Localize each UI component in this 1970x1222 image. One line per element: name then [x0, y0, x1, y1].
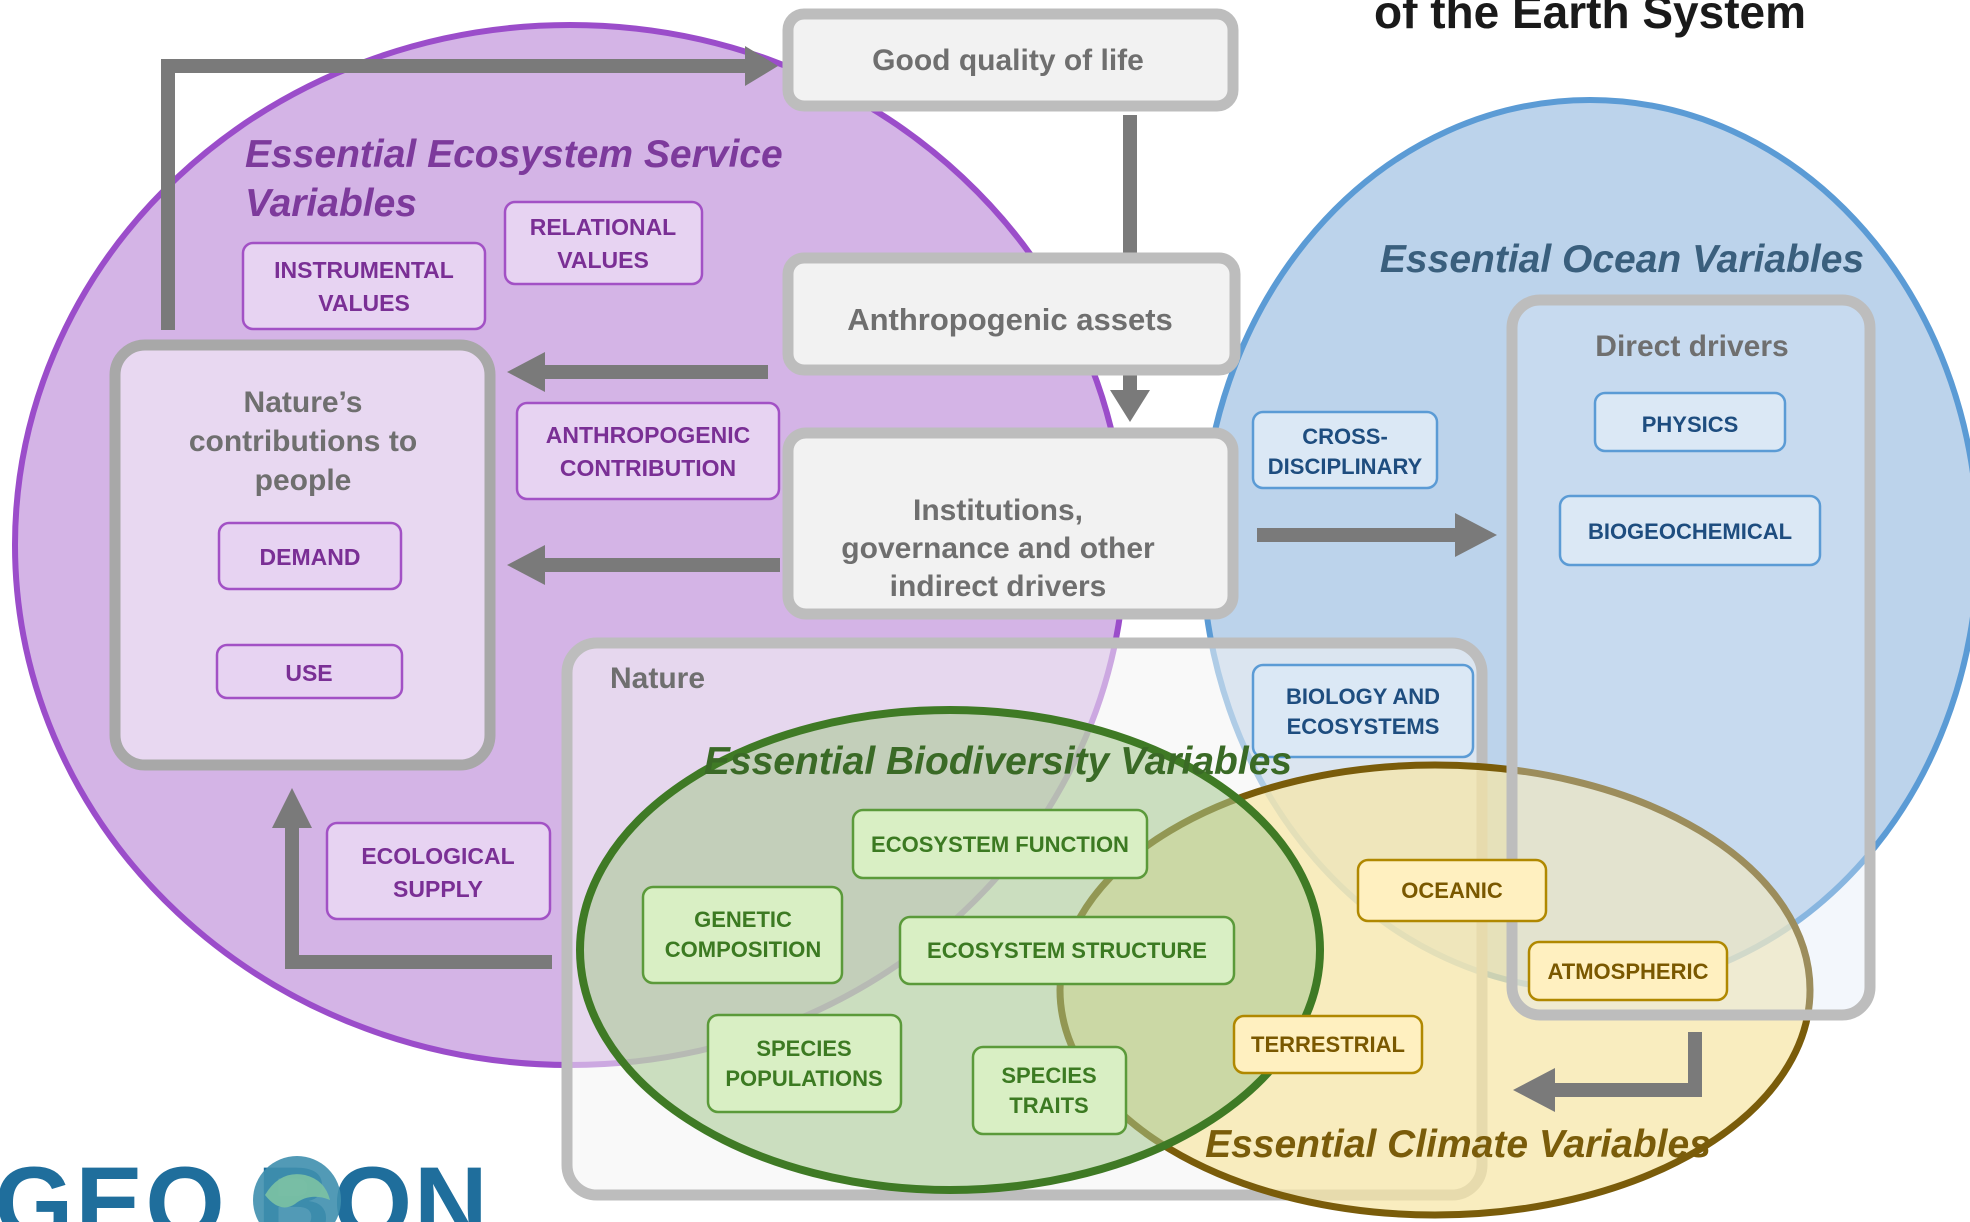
terrestrial-tag — [1232, 1014, 1424, 1075]
ebv-title: Essential Biodiversity Variables — [704, 740, 1292, 783]
anthropogenic-contribution-tag — [515, 401, 781, 501]
arrow-head-drivers — [1455, 513, 1497, 557]
arrow-ncp-to-quality — [161, 59, 748, 330]
institutions-label-3: indirect drivers — [890, 570, 1107, 603]
eesv-title-2: Variables — [245, 182, 417, 225]
anthropogenic-assets-label: Anthropogenic assets — [847, 302, 1173, 337]
instrumental-values-tag — [241, 241, 487, 331]
ecosystem-function-tag — [851, 808, 1149, 880]
atmospheric-tag — [1527, 940, 1729, 1002]
instrumental-values-label-2: VALUES — [318, 290, 410, 316]
use-label: USE — [285, 660, 332, 686]
genetic-composition-tag — [641, 885, 844, 985]
arrow-nature-to-ncp — [285, 825, 552, 969]
relational-values-label-2: VALUES — [557, 247, 649, 273]
institutions-label-1: Institutions, — [913, 494, 1083, 527]
arrow-head-institutions — [1110, 390, 1150, 422]
genetic-composition-label-2: COMPOSITION — [665, 937, 821, 962]
nature-title: Nature — [610, 662, 705, 695]
arrow-head-ncp-bottom — [272, 788, 312, 828]
ecological-supply-label-1: ECOLOGICAL — [361, 843, 514, 869]
relational-values-label-1: RELATIONAL — [530, 214, 677, 240]
institutions-label-2: governance and other — [841, 532, 1155, 565]
biology-ecosystems-label-2: ECOSYSTEMS — [1287, 714, 1440, 739]
oceanic-label: OCEANIC — [1401, 878, 1503, 903]
biogeochemical-label: BIOGEOCHEMICAL — [1588, 519, 1792, 544]
ecological-supply-tag — [325, 821, 552, 921]
anthropogenic-assets-box — [782, 252, 1241, 376]
demand-tag — [217, 521, 403, 591]
good-quality-box — [782, 8, 1239, 112]
diagram-title-fragment: of the Earth System — [1374, 0, 1806, 38]
direct-drivers-title: Direct drivers — [1595, 330, 1788, 363]
institutions-box — [782, 427, 1239, 620]
arrow-head-ecv — [1513, 1068, 1555, 1112]
anthropogenic-contribution-label-2: CONTRIBUTION — [560, 455, 736, 481]
relational-values-tag — [503, 200, 704, 286]
geo-bon-logo: GEO BON — [0, 1146, 490, 1222]
species-populations-label-2: POPULATIONS — [725, 1066, 882, 1091]
good-quality-label: Good quality of life — [872, 44, 1144, 77]
direct-drivers-box — [1506, 294, 1876, 1021]
arrow-head-quality — [745, 46, 778, 86]
biology-ecosystems-label-1: BIOLOGY AND — [1286, 684, 1440, 709]
ecosystem-structure-tag — [898, 915, 1236, 986]
atmospheric-label: ATMOSPHERIC — [1548, 959, 1709, 984]
ecological-supply-label-2: SUPPLY — [393, 876, 483, 902]
ncp-title-2: contributions to — [189, 425, 417, 458]
physics-tag — [1593, 391, 1787, 453]
cross-disciplinary-tag — [1251, 410, 1439, 490]
ncp-title-1: Nature’s — [244, 386, 363, 419]
arrow-drivers-to-ecv — [1552, 1032, 1702, 1097]
physics-label: PHYSICS — [1642, 412, 1739, 437]
species-traits-label-2: TRAITS — [1009, 1093, 1088, 1118]
species-traits-label-1: SPECIES — [1001, 1063, 1096, 1088]
ecosystem-structure-label: ECOSYSTEM STRUCTURE — [927, 938, 1207, 963]
cross-disciplinary-label-1: CROSS- — [1302, 424, 1388, 449]
biology-ecosystems-tag — [1251, 663, 1475, 759]
species-traits-tag — [971, 1045, 1128, 1136]
genetic-composition-label-1: GENETIC — [694, 907, 792, 932]
biogeochemical-tag — [1558, 494, 1822, 567]
demand-label: DEMAND — [260, 544, 361, 570]
use-tag — [215, 643, 404, 700]
species-populations-tag — [706, 1013, 903, 1114]
species-populations-label-1: SPECIES — [756, 1036, 851, 1061]
eesv-title-1: Essential Ecosystem Service — [245, 133, 783, 176]
anthropogenic-contribution-label-1: ANTHROPOGENIC — [546, 422, 750, 448]
logo-text: GEO BON — [0, 1146, 490, 1222]
oceanic-tag — [1356, 858, 1548, 923]
terrestrial-label: TERRESTRIAL — [1251, 1032, 1405, 1057]
ncp-title-3: people — [255, 464, 352, 497]
cross-disciplinary-label-2: DISCIPLINARY — [1268, 454, 1423, 479]
eov-title: Essential Ocean Variables — [1380, 238, 1864, 281]
arrow-head-ncp-lower — [507, 545, 545, 585]
ecv-title: Essential Climate Variables — [1205, 1123, 1711, 1166]
arrow-head-ncp-upper — [507, 352, 545, 392]
instrumental-values-label-1: INSTRUMENTAL — [274, 257, 454, 283]
ecosystem-function-label: ECOSYSTEM FUNCTION — [871, 832, 1129, 857]
